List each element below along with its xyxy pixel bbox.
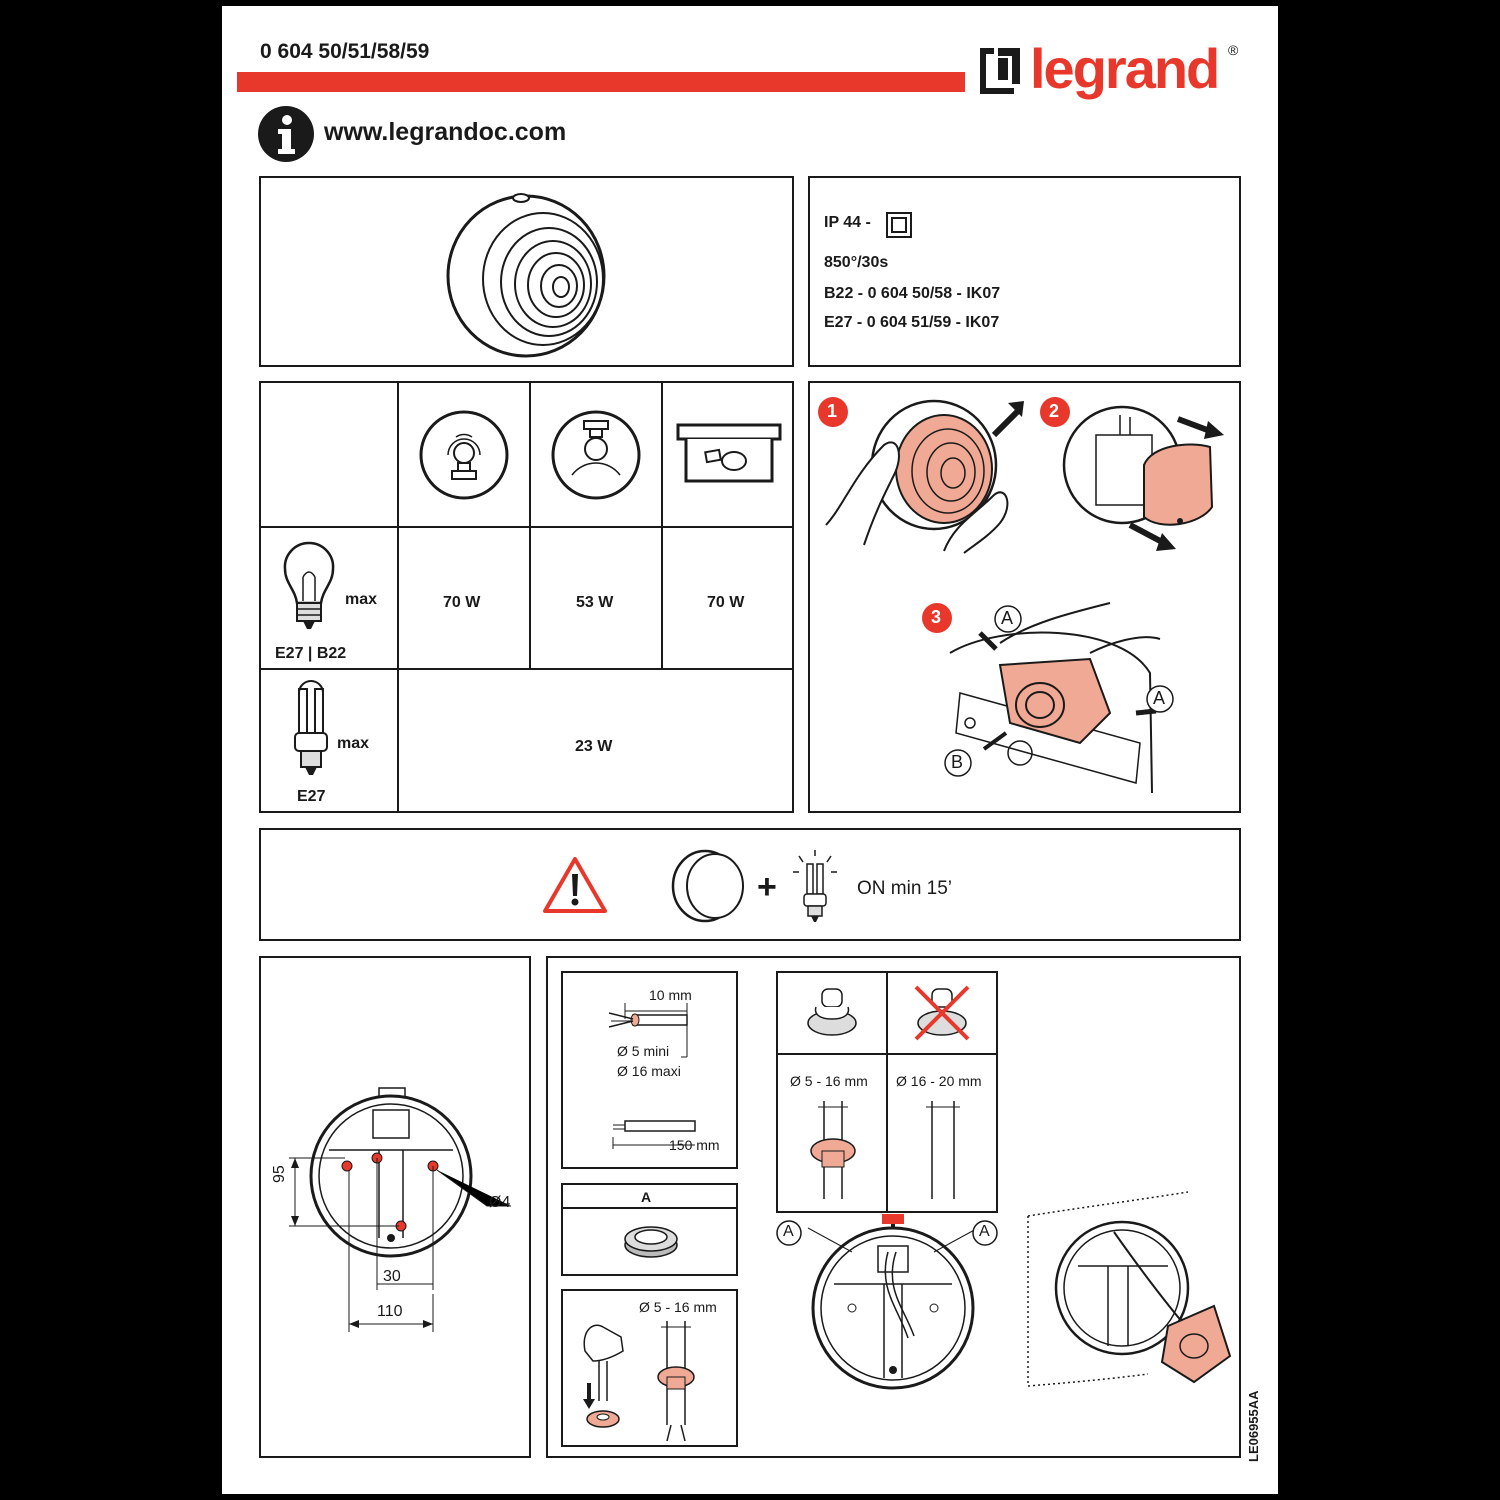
mounting-base-drawing <box>289 1087 511 1332</box>
grommet-icon <box>624 1226 678 1258</box>
callout-a-circle-top <box>994 605 1022 633</box>
ok-cable-through-grommet-drawing <box>810 1101 856 1199</box>
product-image-box <box>259 176 794 367</box>
warning-plus: + <box>757 868 777 906</box>
instruction-sheet: 0 604 50/51/58/59 legrand ® www.legrando… <box>222 6 1278 1494</box>
cable-entry-box: 10 mm Ø 5 mini Ø 16 maxi 150 mm A <box>546 956 1241 1458</box>
cable-strip-panel: 10 mm Ø 5 mini Ø 16 maxi 150 mm <box>561 971 738 1169</box>
step3-number: 3 <box>931 607 942 627</box>
callout-b-circle <box>944 749 972 777</box>
incandescent-max-label: max <box>345 591 378 608</box>
wall-mounted-lampholder-drawing <box>1027 1191 1232 1387</box>
grommet-not-ok-icon <box>914 985 970 1041</box>
callout-a-right-label: A <box>979 1223 990 1240</box>
header-red-bar <box>237 72 965 92</box>
step2-number: 2 <box>1049 401 1060 421</box>
cable-max-diameter: Ø 16 maxi <box>617 1063 681 1079</box>
cable-diameter-panel: Ø 5 - 16 mm Ø 16 - 20 mm <box>776 971 998 1213</box>
cable-min-diameter: Ø 5 mini <box>617 1043 670 1059</box>
warning-triangle-icon <box>543 857 607 913</box>
part-a-panel: A <box>561 1183 738 1276</box>
step1-badge <box>818 397 848 427</box>
cfl-lit-icon <box>793 850 837 922</box>
callout-a-right-circle <box>972 1220 998 1246</box>
warning-box: + ON min 15’ <box>259 828 1241 941</box>
legrand-logo-icon <box>980 48 1020 94</box>
info-icon <box>258 106 314 162</box>
step2-badge <box>1040 397 1070 427</box>
power-value-cell-1: 70 W <box>443 594 481 611</box>
wall-fitting-horizontal-bulb-icon <box>676 423 782 483</box>
callout-b-label: B <box>951 752 964 772</box>
callout-a-left-circle <box>776 1220 802 1246</box>
cfl-power-value: 23 W <box>575 738 613 755</box>
nok-cable-range: Ø 16 - 20 mm <box>896 1073 982 1089</box>
cfl-socket-label: E27 <box>297 788 326 805</box>
step3-release-lampholder-illustration <box>949 602 1161 794</box>
incandescent-socket-label: E27 | B22 <box>275 645 347 662</box>
grommet-insert-drawing <box>583 1321 695 1442</box>
hole-diameter-label: Ø4 <box>489 1194 511 1211</box>
glow-wire-rating: 850°/30s <box>824 254 889 271</box>
disassembly-steps-box: 1 2 3 A <box>808 381 1241 813</box>
specs-box: IP 44 - 850°/30s B22 - 0 604 50/58 - IK0… <box>808 176 1241 367</box>
part-a-label: A <box>641 1189 652 1205</box>
round-fitting-pendant-bulb-icon <box>551 410 641 500</box>
product-codes: 0 604 50/51/58/59 <box>260 40 430 63</box>
round-fitting-bulb-icon <box>419 410 509 500</box>
incandescent-bulb-icon <box>283 541 335 629</box>
step1-number: 1 <box>827 401 838 421</box>
luminaire-illustration-icon <box>446 193 606 358</box>
document-reference: LE06955AA <box>1246 1390 1261 1462</box>
mounting-dimensions-box: 95 30 110 Ø4 <box>259 956 531 1458</box>
grommet-insert-panel: Ø 5 - 16 mm <box>561 1289 738 1447</box>
class-ii-double-square-icon <box>886 212 912 238</box>
power-value-cell-2: 53 W <box>576 594 614 611</box>
ok-cable-range: Ø 5 - 16 mm <box>790 1073 868 1089</box>
website-link[interactable]: www.legrandoc.com <box>324 118 567 146</box>
grommet-range-label: Ø 5 - 16 mm <box>639 1299 717 1315</box>
dim-110-label: 110 <box>377 1303 403 1320</box>
power-table: max E27 | B22 70 W 53 W 70 W max E27 23 … <box>259 381 794 813</box>
step1-remove-diffuser-illustration <box>825 399 1024 554</box>
wired-base-drawing <box>807 1214 979 1390</box>
dim-30-label: 30 <box>383 1268 401 1285</box>
brand-wordmark: legrand <box>1030 37 1220 100</box>
callout-a-right-label: A <box>1153 688 1166 708</box>
cfl-max-label: max <box>337 735 370 752</box>
grommet-ok-icon <box>807 988 857 1036</box>
warning-text: ON min 15’ <box>857 878 953 899</box>
registered-mark: ® <box>1228 42 1239 58</box>
cfl-bulb-icon <box>294 680 328 775</box>
callout-a-left-label: A <box>783 1223 794 1240</box>
luminaire-icon <box>671 849 744 923</box>
cable-length-label: 150 mm <box>669 1137 720 1153</box>
e27-reference: E27 - 0 604 51/59 - IK07 <box>824 314 1000 331</box>
b22-reference: B22 - 0 604 50/58 - IK07 <box>824 285 1001 302</box>
step3-badge <box>922 603 952 633</box>
ip-rating: IP 44 - <box>824 214 871 231</box>
dim-95-label: 95 <box>271 1165 288 1183</box>
strip-length-label: 10 mm <box>649 987 692 1003</box>
step2-open-cover-illustration <box>1062 405 1224 551</box>
callout-a-top-label: A <box>1001 608 1014 628</box>
nok-cable-drawing <box>926 1101 960 1199</box>
power-value-cell-3: 70 W <box>707 594 745 611</box>
stripped-cable-drawing <box>608 1003 696 1149</box>
callout-a-circle-right <box>1146 685 1174 713</box>
